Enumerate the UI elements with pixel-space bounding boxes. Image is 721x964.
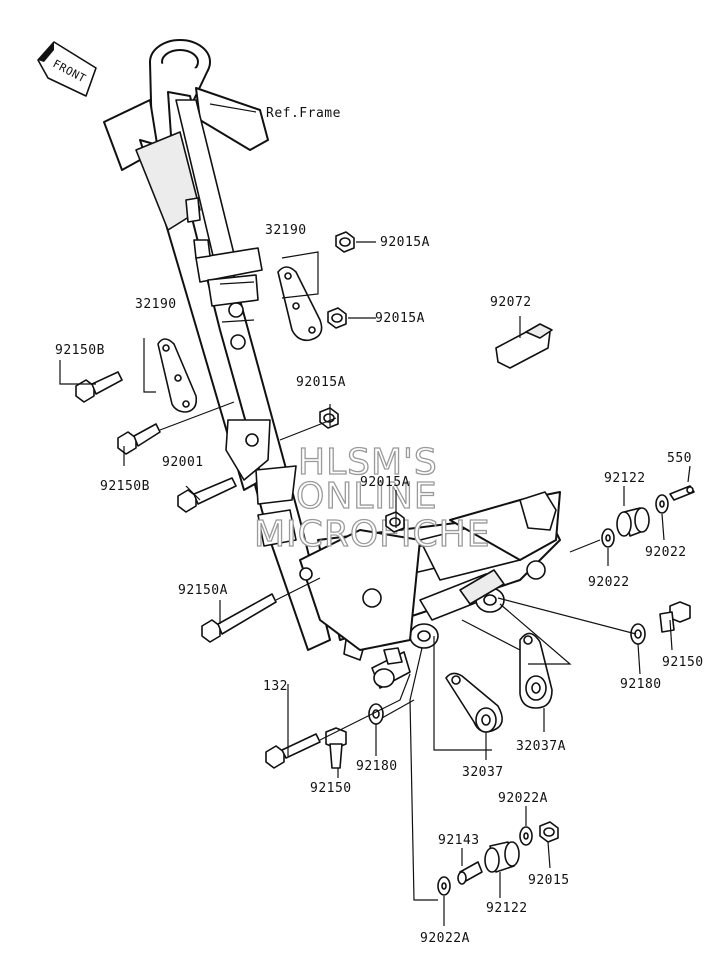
label-32037: 32037 xyxy=(462,765,504,780)
bolt-92150B-top xyxy=(75,371,123,403)
watermark-line-2: ONLINE xyxy=(296,476,438,517)
link-32037A xyxy=(519,632,553,709)
label-92022-right: 92022 xyxy=(645,545,687,560)
label-92015: 92015 xyxy=(528,873,570,888)
link-32037 xyxy=(445,672,503,733)
label-92180-left: 92180 xyxy=(356,759,398,774)
clamp-92072 xyxy=(495,323,553,369)
label-92150-right: 92150 xyxy=(662,655,704,670)
washer-92022-right xyxy=(655,494,669,514)
front-arrow: FRONT xyxy=(37,41,97,97)
nut-92015A-top xyxy=(335,231,355,253)
bolt-132 xyxy=(265,733,321,769)
label-32190-left: 32190 xyxy=(135,297,177,312)
watermark-line-1: HLSM'S xyxy=(298,442,438,483)
label-92180-right: 92180 xyxy=(620,677,662,692)
label-92001: 92001 xyxy=(162,455,204,470)
label-92022A-bottom: 92022A xyxy=(420,931,470,946)
label-92150-bottom: 92150 xyxy=(310,781,352,796)
washer-92022A-top xyxy=(519,826,533,846)
bracket-32190-right xyxy=(277,266,323,342)
part-labels: Ref.Frame 32190 92015A 92015A 32190 9215… xyxy=(55,106,704,946)
label-92143: 92143 xyxy=(438,833,480,848)
bolt-92150-right xyxy=(659,601,691,633)
bolt-92150B-bottom xyxy=(117,423,161,455)
watermark-line-3: MICROFICHE xyxy=(254,514,490,555)
label-92122-bottom: 92122 xyxy=(486,901,528,916)
label-92022A-top: 92022A xyxy=(498,791,548,806)
bolt-92150-bottom xyxy=(325,727,347,769)
nut-92015A-lower xyxy=(385,511,405,533)
label-92015A-top: 92015A xyxy=(380,235,430,250)
washer-92180-right xyxy=(630,623,646,645)
label-92015A-second: 92015A xyxy=(375,311,425,326)
label-92015A-mid: 92015A xyxy=(296,375,346,390)
label-92015A-lower: 92015A xyxy=(360,475,410,490)
label-32037A: 32037A xyxy=(516,739,566,754)
bracket-32190-left xyxy=(157,338,198,413)
sleeve-92143 xyxy=(457,861,483,885)
label-92150A: 92150A xyxy=(178,583,228,598)
ref-frame-label: Ref.Frame xyxy=(266,106,341,121)
pin-550 xyxy=(669,485,695,501)
nut-92015 xyxy=(539,821,559,843)
frame-assembly xyxy=(103,39,561,689)
bolt-92150A xyxy=(201,593,277,643)
label-550: 550 xyxy=(667,451,692,466)
label-92150B-bottom: 92150B xyxy=(100,479,150,494)
label-92122-right: 92122 xyxy=(604,471,646,486)
bolt-92001 xyxy=(177,477,237,513)
label-92150B-top: 92150B xyxy=(55,343,105,358)
label-92022-mid: 92022 xyxy=(588,575,630,590)
nut-92015A-second xyxy=(327,307,347,329)
watermark: HLSM'S ONLINE MICROFICHE xyxy=(253,441,490,555)
label-32190-right: 32190 xyxy=(265,223,307,238)
washer-92022A-bottom xyxy=(437,876,451,896)
leader-lines xyxy=(59,103,691,926)
label-92072: 92072 xyxy=(490,295,532,310)
label-132: 132 xyxy=(263,679,288,694)
collar-92122-right xyxy=(616,507,650,537)
collar-92122-bottom xyxy=(484,841,520,873)
washer-92022-mid xyxy=(601,528,615,548)
